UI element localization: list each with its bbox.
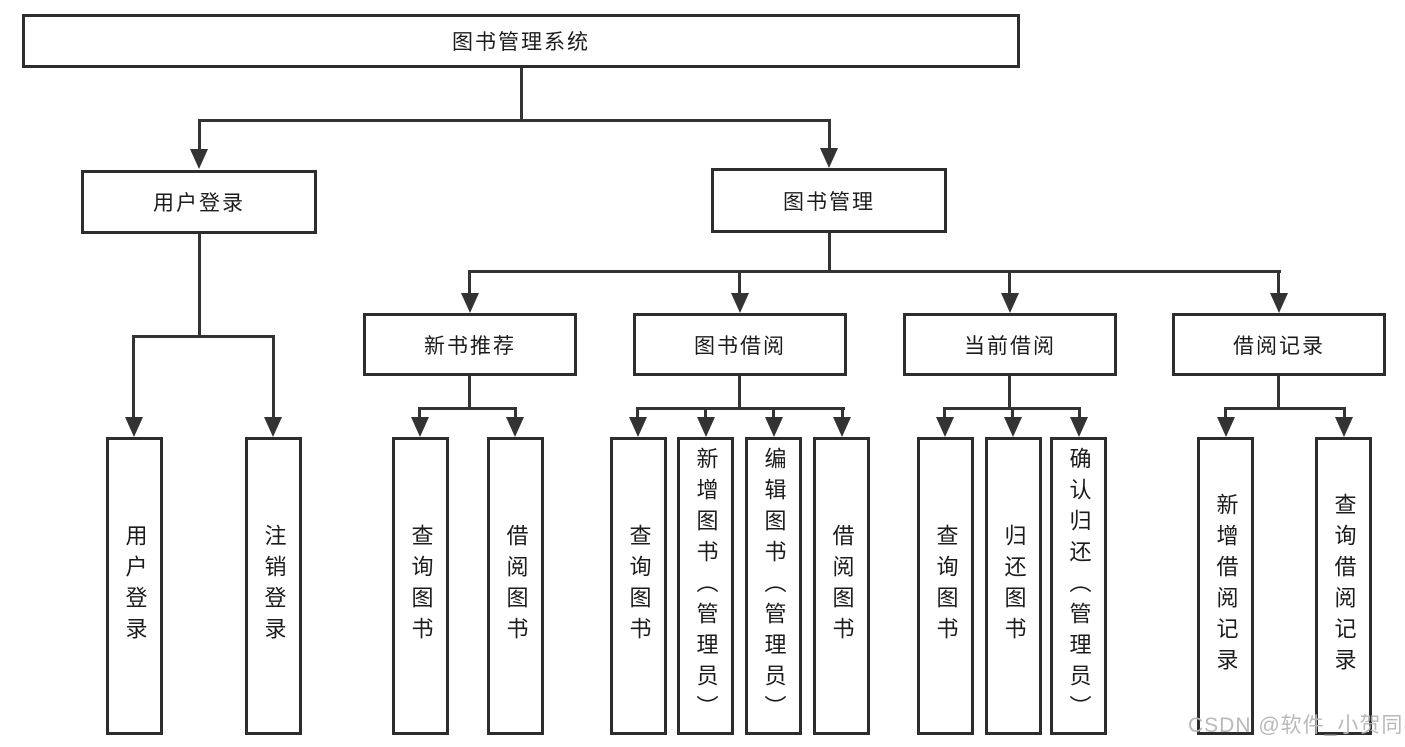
connector-arrow	[697, 417, 715, 437]
connector-line	[514, 407, 517, 418]
leaf-label: 编辑图书（管理员）	[761, 446, 787, 726]
connector-line	[943, 407, 946, 418]
leaf-return-books: 归还图书	[985, 437, 1042, 735]
connector-line	[738, 270, 741, 294]
connector-line	[418, 407, 421, 418]
leaf-label: 新增借阅记录	[1213, 493, 1239, 679]
connector-line	[828, 119, 831, 149]
connector-arrow	[833, 417, 851, 437]
connector-line	[132, 335, 135, 418]
connector-line	[738, 376, 741, 410]
leaf-label: 查询图书	[408, 524, 434, 648]
leaf-user-login: 用户登录	[106, 437, 163, 735]
connector-line	[841, 407, 844, 418]
connector-arrow	[1335, 417, 1353, 437]
leaf-query-borrow-record: 查询借阅记录	[1315, 437, 1372, 735]
leaf-label: 归还图书	[1001, 524, 1027, 648]
connector-line	[520, 68, 523, 122]
connector-arrow	[190, 149, 208, 169]
node-new-book-recommendation: 新书推荐	[363, 313, 577, 376]
leaf-label: 查询借阅记录	[1331, 493, 1357, 679]
leaf-label: 查询图书	[626, 524, 652, 648]
node-label: 图书管理	[783, 190, 875, 214]
connector-line	[198, 119, 201, 149]
node-label: 图书借阅	[694, 334, 786, 358]
node-label: 借阅记录	[1233, 334, 1325, 358]
leaf-label: 用户登录	[122, 524, 148, 648]
connector-line	[1008, 376, 1011, 410]
node-book-management: 图书管理	[711, 168, 947, 233]
connector-line	[198, 119, 831, 122]
node-book-borrowing: 图书借阅	[633, 313, 847, 376]
node-current-borrowing: 当前借阅	[903, 313, 1117, 376]
connector-line	[418, 407, 517, 410]
leaf-label: 借阅图书	[829, 524, 855, 648]
connector-line	[1343, 407, 1346, 418]
connector-arrow	[461, 293, 479, 313]
leaf-borrow-books-borrowing: 借阅图书	[813, 437, 870, 735]
leaf-edit-books-admin: 编辑图书（管理员）	[745, 437, 802, 735]
connector-line	[1277, 376, 1280, 410]
connector-line	[468, 376, 471, 410]
connector-line	[636, 407, 845, 410]
csdn-watermark: CSDN @软件_小贺同学	[1188, 714, 1405, 737]
leaf-borrow-books-recommendation: 借阅图书	[487, 437, 544, 735]
node-label: 用户登录	[153, 192, 245, 215]
leaf-label: 确认归还（管理员）	[1066, 446, 1092, 726]
leaf-query-books-recommendation: 查询图书	[392, 437, 449, 735]
leaf-confirm-return-admin: 确认归还（管理员）	[1050, 437, 1107, 735]
connector-line	[198, 234, 201, 338]
node-library-management-system: 图书管理系统	[22, 14, 1020, 68]
connector-line	[272, 335, 275, 418]
connector-arrow	[629, 417, 647, 437]
leaf-logout: 注销登录	[245, 437, 302, 735]
connector-arrow	[1001, 293, 1019, 313]
node-label: 图书管理系统	[452, 31, 590, 54]
connector-line	[772, 407, 775, 418]
connector-arrow	[411, 417, 429, 437]
connector-line	[636, 407, 639, 418]
leaf-label: 注销登录	[261, 524, 287, 648]
connector-line	[704, 407, 707, 418]
connector-line	[468, 270, 1281, 273]
node-label: 新书推荐	[424, 334, 516, 358]
connector-arrow	[1070, 417, 1088, 437]
leaf-query-books-borrowing: 查询图书	[610, 437, 667, 735]
connector-line	[828, 233, 831, 273]
connector-arrow	[125, 417, 143, 437]
connector-line	[1008, 270, 1011, 294]
leaf-label: 查询图书	[933, 524, 959, 648]
connector-line	[1078, 407, 1081, 418]
connector-line	[132, 335, 274, 338]
node-user-login: 用户登录	[81, 170, 317, 234]
connector-arrow	[765, 417, 783, 437]
leaf-label: 借阅图书	[503, 524, 529, 648]
leaf-label: 新增图书（管理员）	[693, 446, 719, 726]
connector-line	[1224, 407, 1227, 418]
connector-arrow	[820, 148, 838, 168]
connector-arrow	[1217, 417, 1235, 437]
connector-arrow	[936, 417, 954, 437]
connector-arrow	[1004, 417, 1022, 437]
leaf-add-books-admin: 新增图书（管理员）	[677, 437, 734, 735]
connector-arrow	[731, 293, 749, 313]
connector-line	[1277, 270, 1280, 294]
connector-line	[1011, 407, 1014, 418]
node-label: 当前借阅	[964, 334, 1056, 358]
node-borrowing-records: 借阅记录	[1172, 313, 1386, 376]
connector-line	[468, 270, 471, 294]
connector-arrow	[1270, 293, 1288, 313]
leaf-add-borrow-record: 新增借阅记录	[1197, 437, 1254, 735]
leaf-query-books-current: 查询图书	[917, 437, 974, 735]
connector-arrow	[506, 417, 524, 437]
connector-arrow	[264, 417, 282, 437]
connector-line	[1224, 407, 1346, 410]
